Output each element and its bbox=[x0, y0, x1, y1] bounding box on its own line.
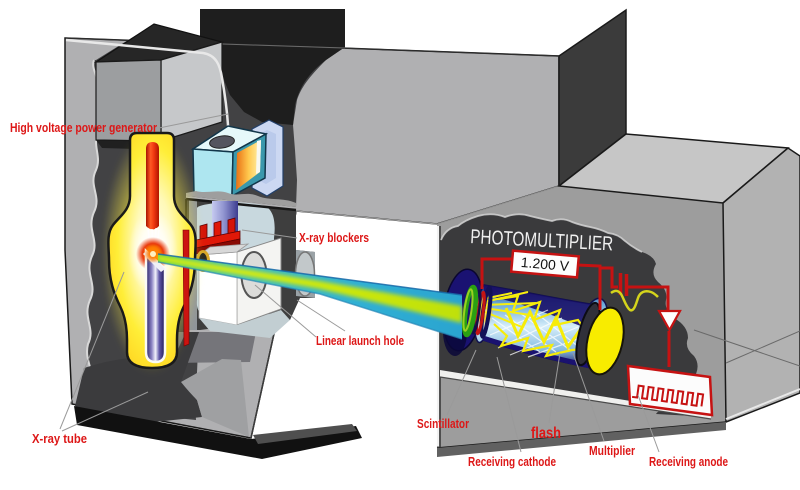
svg-text:1.200 V: 1.200 V bbox=[520, 254, 570, 274]
svg-text:Receiving cathode: Receiving cathode bbox=[468, 455, 556, 469]
svg-text:Receiving anode: Receiving anode bbox=[649, 455, 728, 469]
svg-text:X-ray blockers: X-ray blockers bbox=[299, 231, 369, 245]
svg-text:Linear launch hole: Linear launch hole bbox=[316, 334, 404, 348]
svg-text:High voltage power generator: High voltage power generator bbox=[10, 121, 157, 135]
svg-text:flash: flash bbox=[531, 425, 561, 442]
svg-text:X-ray tube: X-ray tube bbox=[32, 432, 87, 446]
svg-text:Scintillator: Scintillator bbox=[417, 417, 469, 431]
svg-text:Multiplier: Multiplier bbox=[589, 444, 635, 458]
